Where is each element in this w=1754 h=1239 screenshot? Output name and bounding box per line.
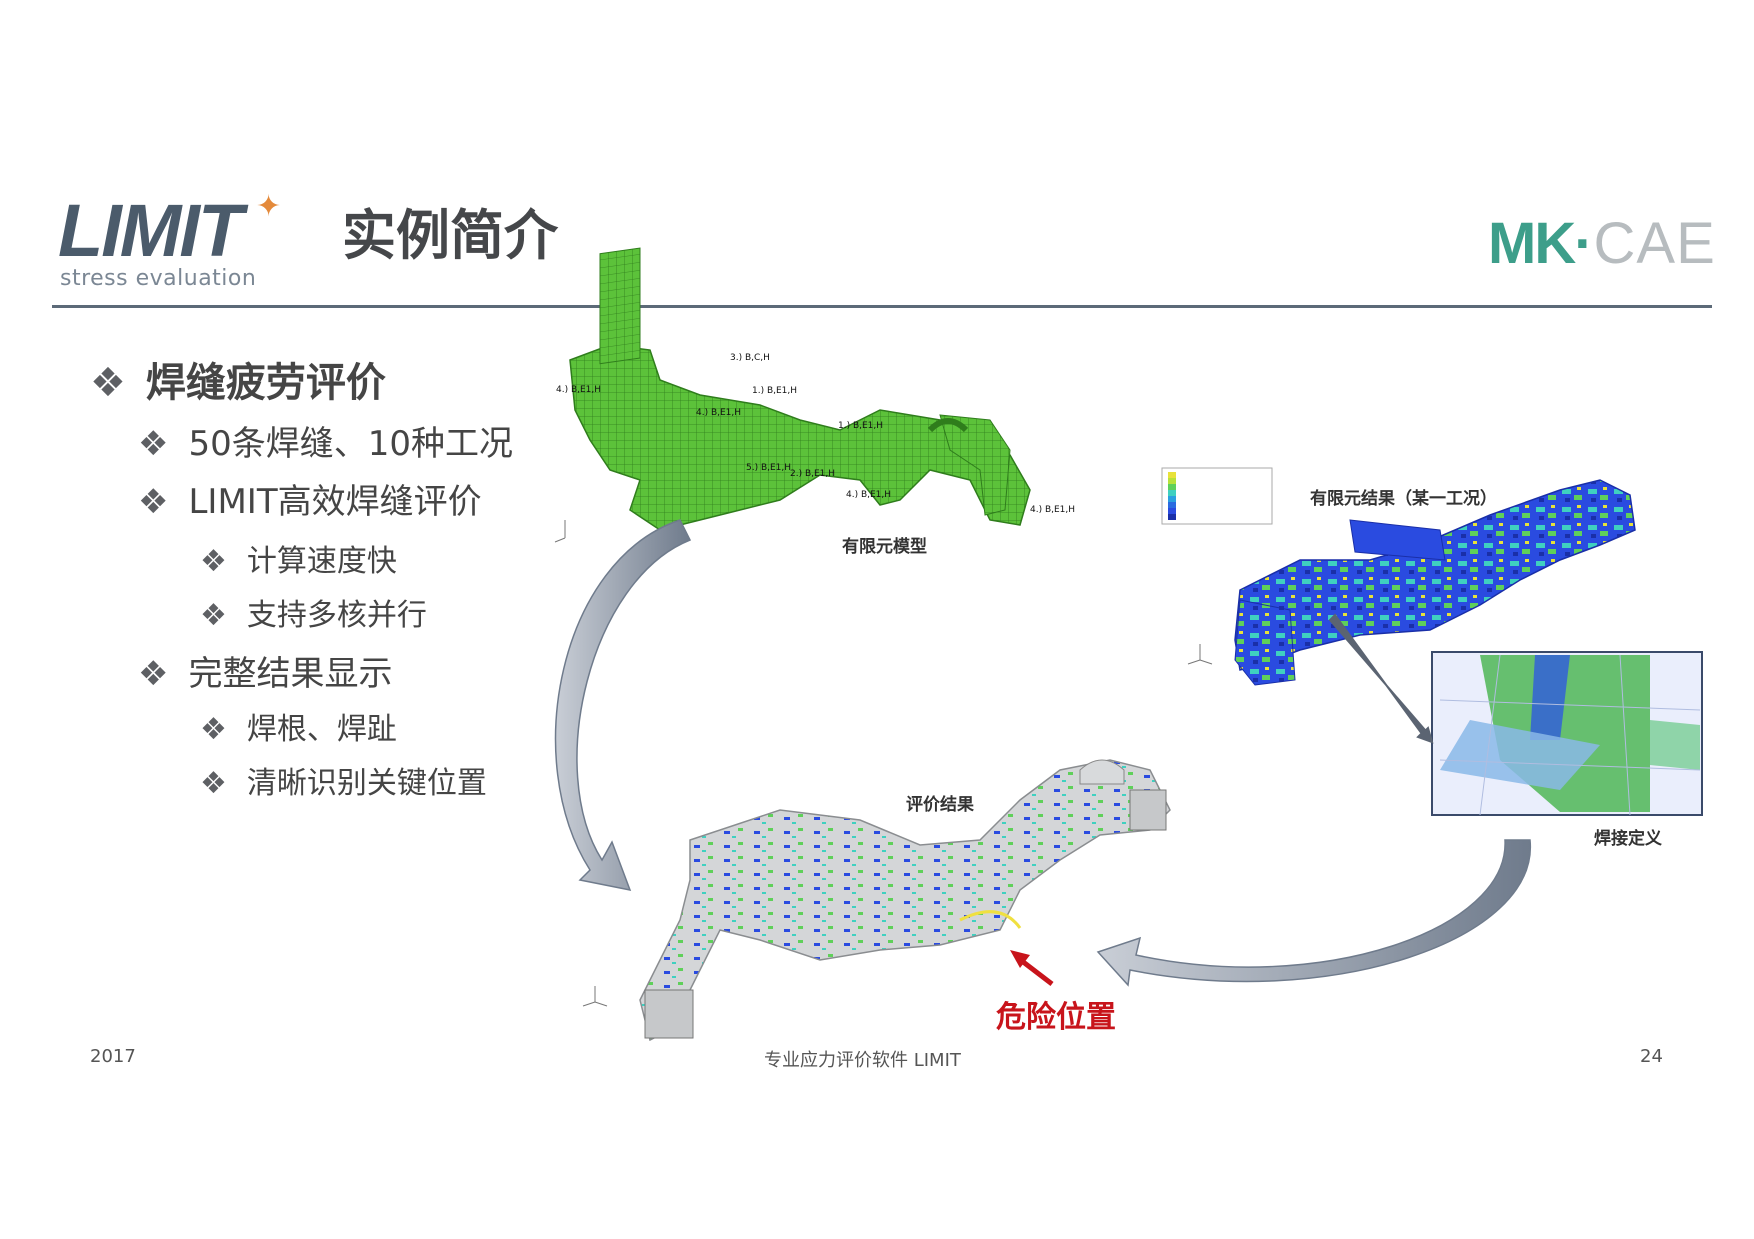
bullet-text: 完整结果显示 bbox=[188, 654, 393, 694]
diamond-bullet-icon: ❖ bbox=[200, 544, 227, 579]
diamond-bullet-icon: ❖ bbox=[200, 766, 227, 801]
diamond-bullet-icon: ❖ bbox=[138, 654, 169, 694]
bullet-item: ❖ 计算速度快 bbox=[200, 536, 397, 580]
page-number: 24 bbox=[1640, 1046, 1663, 1067]
evaluation-result-image bbox=[639, 759, 1171, 1042]
bullet-text: 清晰识别关键位置 bbox=[246, 766, 487, 801]
star-icon: ✦ bbox=[256, 189, 282, 224]
evaluation-caption: 评价结果 bbox=[906, 795, 974, 815]
arrow-fe-to-eval bbox=[554, 519, 692, 892]
fe-result-caption: 有限元结果（某一工况） bbox=[1310, 489, 1497, 509]
weld-tag: 4.) B,E1,H bbox=[846, 490, 891, 500]
weld-tag: 1.) B,E1,H bbox=[838, 421, 883, 431]
bullet-text: LIMIT高效焊缝评价 bbox=[188, 482, 482, 522]
bullet-item: ❖ 50条焊缝、10种工况 bbox=[138, 416, 513, 465]
weld-tag: 5.) B,E1,H bbox=[746, 463, 791, 473]
fe-model-caption: 有限元模型 bbox=[842, 537, 927, 557]
bullet-item: ❖ 焊根、焊趾 bbox=[200, 704, 397, 748]
bullet-item: ❖ 支持多核并行 bbox=[200, 590, 427, 634]
bullet-item: ❖ 清晰识别关键位置 bbox=[200, 758, 487, 802]
bullet-text: 50条焊缝、10种工况 bbox=[188, 424, 514, 464]
diamond-bullet-icon: ❖ bbox=[138, 482, 169, 522]
bullet-item: ❖ 焊缝疲劳评价 bbox=[90, 350, 386, 408]
arrow-result-to-weld bbox=[1328, 613, 1434, 744]
bullet-text: 支持多核并行 bbox=[246, 598, 427, 633]
weld-tag: 4.) B,E1,H bbox=[696, 408, 741, 418]
bullet-text: 计算速度快 bbox=[246, 544, 397, 579]
danger-location-label: 危险位置 bbox=[996, 1000, 1116, 1035]
weld-definition-image bbox=[1431, 651, 1703, 816]
diamond-bullet-icon: ❖ bbox=[200, 598, 227, 633]
logo-subtitle: stress evaluation bbox=[60, 266, 257, 291]
limit-logo: LIMIT ✦ stress evaluation bbox=[58, 189, 288, 292]
header-divider bbox=[52, 305, 1712, 308]
slide-title: 实例简介 bbox=[342, 204, 558, 267]
cae-wordmark: CAE bbox=[1593, 211, 1716, 276]
arrow-weld-to-eval bbox=[1096, 839, 1531, 987]
bullet-item: ❖ LIMIT高效焊缝评价 bbox=[138, 474, 482, 523]
mkcae-logo: MK·CAE bbox=[1488, 211, 1716, 276]
axis-triad-icon bbox=[554, 520, 1213, 1007]
fe-model-image bbox=[569, 247, 1031, 531]
diamond-bullet-icon: ❖ bbox=[200, 712, 227, 747]
footer-year: 2017 bbox=[90, 1046, 136, 1067]
bullet-text: 焊根、焊趾 bbox=[246, 712, 397, 747]
weld-tag: 4.) B,E1,H bbox=[556, 385, 601, 395]
diamond-bullet-icon: ❖ bbox=[90, 360, 126, 406]
workflow-arrows bbox=[554, 519, 1531, 987]
weld-tag: 2.) B,E1,H bbox=[790, 469, 835, 479]
logo-wordmark: LIMIT bbox=[58, 189, 243, 272]
weld-tag: 4.) B,E1,H bbox=[1030, 505, 1075, 515]
weld-tag: 3.) B,C,H bbox=[730, 353, 770, 363]
bullet-text: 焊缝疲劳评价 bbox=[145, 360, 386, 406]
mk-wordmark: MK bbox=[1488, 211, 1576, 276]
bullet-item: ❖ 完整结果显示 bbox=[138, 646, 392, 695]
diamond-bullet-icon: ❖ bbox=[138, 424, 169, 464]
weld-tag: 1.) B,E1,H bbox=[752, 386, 797, 396]
footer-center: 专业应力评价软件 LIMIT bbox=[764, 1050, 961, 1071]
weld-definition-caption: 焊接定义 bbox=[1594, 829, 1662, 849]
